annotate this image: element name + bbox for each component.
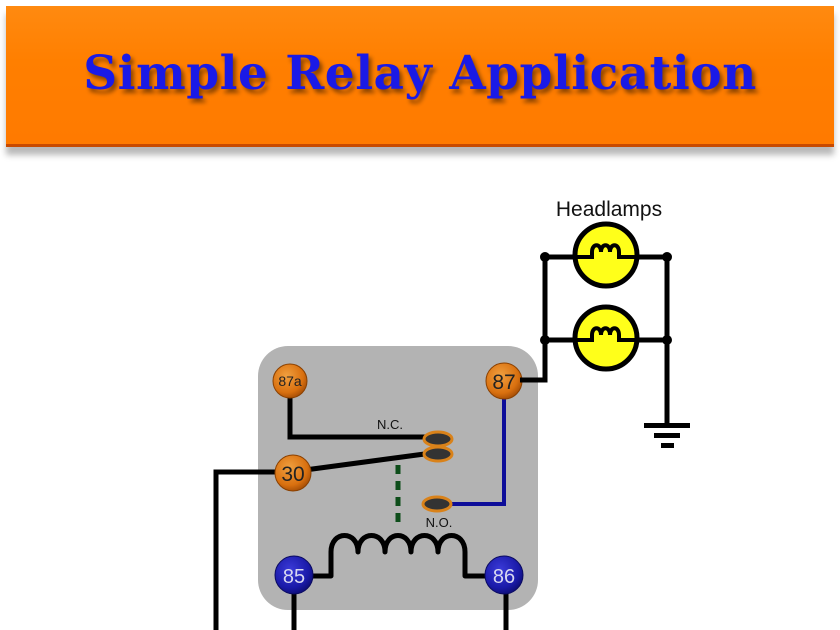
common-contact xyxy=(422,445,454,463)
junction-dot xyxy=(662,335,672,345)
title-banner: Simple Relay Application xyxy=(6,6,834,147)
no-label: N.O. xyxy=(426,515,453,530)
terminal-87a: 87a xyxy=(272,363,308,399)
ground-icon xyxy=(644,423,690,448)
terminal-87: 87 xyxy=(485,362,523,400)
terminal-85: 85 xyxy=(274,555,314,595)
page-title: Simple Relay Application xyxy=(83,45,757,101)
junction-dot xyxy=(662,252,672,262)
wire-87-lamps xyxy=(520,257,548,383)
filament-icon xyxy=(576,326,636,342)
armature-switch xyxy=(304,450,433,473)
relay-coil xyxy=(310,533,490,579)
terminal-87a-label: 87a xyxy=(278,373,302,389)
relay-body xyxy=(258,346,538,610)
no-contact xyxy=(421,495,453,513)
junction-dot xyxy=(540,252,550,262)
terminal-85-label: 85 xyxy=(283,566,305,588)
wire-30-supply xyxy=(213,469,290,630)
headlamp-bottom xyxy=(572,304,640,372)
wire-87a-nc xyxy=(287,388,436,440)
terminal-86-label: 86 xyxy=(493,566,515,588)
terminal-30: 30 xyxy=(274,454,312,492)
terminal-86: 86 xyxy=(484,555,524,595)
headlamp-top xyxy=(572,221,640,289)
nc-label: N.C. xyxy=(377,417,403,432)
junction-dot xyxy=(540,335,550,345)
headlamps-label: Headlamps xyxy=(556,198,662,221)
terminal-87-label: 87 xyxy=(492,371,515,394)
terminal-30-label: 30 xyxy=(281,463,304,486)
wire-87-no xyxy=(440,392,506,506)
nc-contact xyxy=(422,430,454,448)
filament-icon xyxy=(576,243,636,259)
